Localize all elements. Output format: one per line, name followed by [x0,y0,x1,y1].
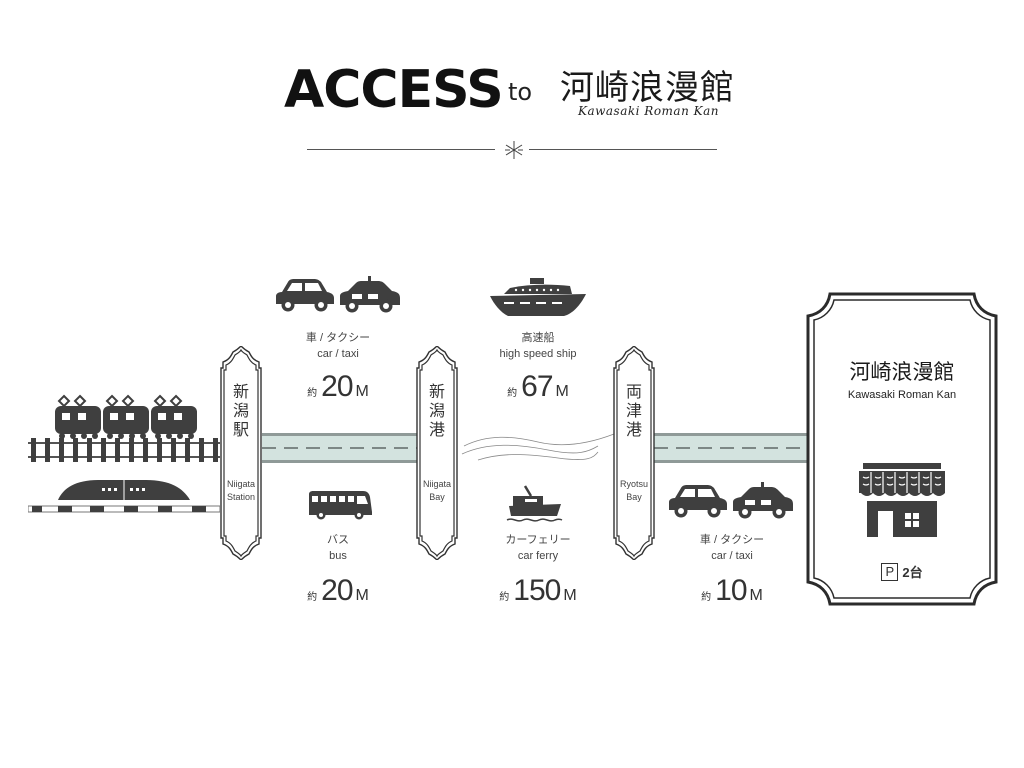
leg1-upper-label: 車 / タクシー car / taxi [268,330,408,362]
mode-label-en: car / taxi [317,348,359,360]
destination-title-jp: 河崎浪漫館 [560,68,735,108]
car-and-taxi-icon [669,482,793,519]
station-frame [612,346,656,560]
parking-info: P 2台 [862,562,942,581]
taxi-icon [733,482,793,519]
divider-right [529,149,717,150]
mode-label-jp: 車 / タクシー [305,332,371,344]
shop-building-icon [859,463,945,537]
station-name-jp: 新潟港 [429,382,446,439]
bus-icon [309,491,372,520]
destination-frame [806,292,998,606]
car-ferry-icon [506,485,563,522]
title-connector: to [508,78,533,106]
mode-label-en: high speed ship [499,348,577,360]
leg2-lower-label: カーフェリー car ferry [458,532,618,564]
destination-name-jp: 河崎浪漫館 [849,360,955,384]
road-segment-3 [654,433,810,463]
mode-label-jp: バス [327,534,349,546]
sea-waves-icon [461,433,615,461]
mode-label-en: car / taxi [711,550,753,562]
destination-title-en: Kawasaki Roman Kan [578,104,719,118]
leg1-lower-label: バス bus [268,532,408,564]
railway-track-icon [28,438,220,462]
destination-name-en: Kawasaki Roman Kan [847,389,957,401]
snowflake-ornament-icon [505,141,523,159]
road-segment-1 [262,433,418,463]
leg2-upper-label: 高速船 high speed ship [468,330,608,362]
station-name-jp: 新潟駅 [233,382,250,439]
station-frame [219,346,263,560]
access-title: ACCESS [284,60,504,120]
platform-track-icon [28,505,220,513]
parking-icon: P [881,562,899,581]
leg3-lower-label: 車 / タクシー car / taxi [662,532,802,564]
shinkansen-icon [58,480,190,500]
mode-label-jp: 高速船 [521,332,555,344]
mode-label-en: bus [329,550,347,562]
car-and-taxi-icon [276,276,400,313]
mode-label-en: car ferry [517,550,559,562]
car-icon [276,279,334,312]
car-icon [669,485,727,518]
electric-train-icon [55,394,198,440]
mode-label-jp: 車 / タクシー [699,534,765,546]
high-speed-ship-icon [490,278,586,316]
station-frame [415,346,459,560]
mode-label-jp: カーフェリー [505,534,571,546]
parking-capacity: 2台 [902,565,923,580]
origin-train-illustration [28,394,220,513]
divider-left [307,149,495,150]
station-name-jp: 両津港 [626,382,643,439]
taxi-icon [340,276,400,313]
